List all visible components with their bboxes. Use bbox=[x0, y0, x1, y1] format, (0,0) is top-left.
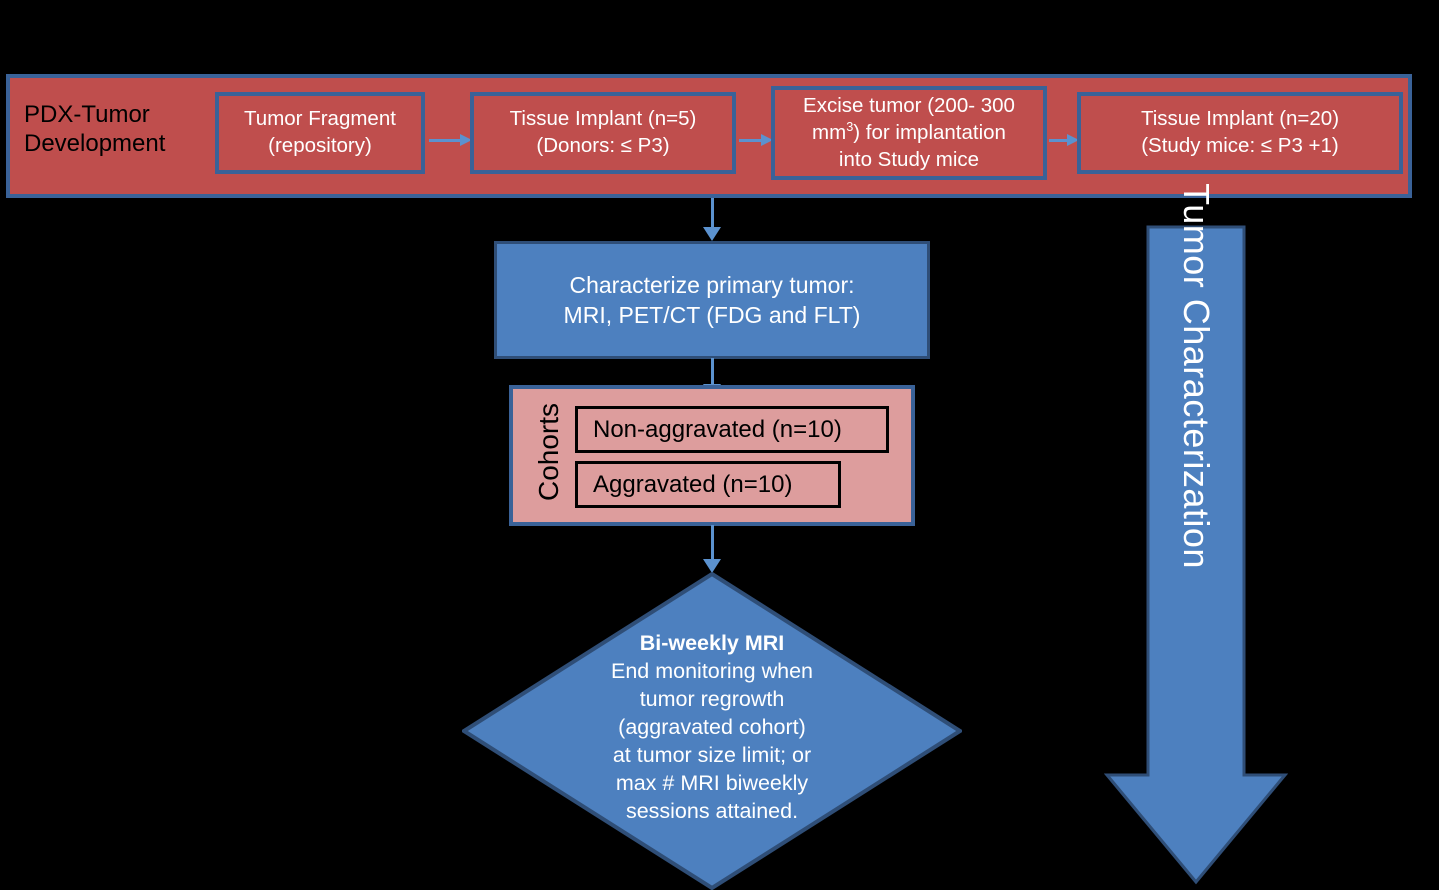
diamond-shape-icon bbox=[462, 572, 962, 890]
arrow-line bbox=[711, 525, 714, 561]
stage-1-line1: Tumor Fragment bbox=[244, 107, 396, 131]
stage-3-line2-pre: mm bbox=[812, 121, 847, 145]
arrow-line bbox=[711, 198, 714, 230]
stage-box-tissue-implant-donors: Tissue Implant (n=5) (Donors: ≤ P3) bbox=[470, 92, 736, 174]
banner-title: PDX-Tumor Development bbox=[24, 101, 166, 158]
tumor-characterization-label: Tumor Characterization bbox=[1176, 183, 1217, 569]
arrow-fragment-to-implant bbox=[429, 134, 473, 146]
arrow-excise-to-study-implant bbox=[1049, 134, 1080, 146]
stage-3-text: Excise tumor (200- 300 mm3) for implanta… bbox=[803, 93, 1015, 174]
arrow-head bbox=[761, 134, 773, 146]
stage-4-line2: (Study mice: ≤ P3 +1) bbox=[1141, 134, 1339, 157]
stage-3-line2-post: ) for implantation bbox=[853, 121, 1006, 145]
arrow-line bbox=[739, 139, 763, 142]
decision-text: Bi-weekly MRI End monitoring when tumor … bbox=[552, 630, 872, 826]
cohorts-vertical-label: Cohorts bbox=[533, 402, 564, 502]
arrow-banner-to-characterize bbox=[703, 198, 721, 242]
decision-line2: tumor regrowth bbox=[639, 686, 785, 711]
stage-box-tissue-implant-study: Tissue Implant (n=20) (Study mice: ≤ P3 … bbox=[1077, 92, 1403, 174]
stage-4-text: Tissue Implant (n=20) (Study mice: ≤ P3 … bbox=[1141, 106, 1339, 159]
stage-box-excise-tumor: Excise tumor (200- 300 mm3) for implanta… bbox=[771, 86, 1047, 180]
stage-3-line3: into Study mice bbox=[838, 147, 980, 171]
stage-3-line1: Excise tumor (200- 300 bbox=[803, 93, 1015, 117]
decision-line3: (aggravated cohort) bbox=[618, 714, 806, 739]
stage-box-tumor-fragment: Tumor Fragment (repository) bbox=[215, 92, 425, 174]
down-arrow-icon bbox=[1104, 225, 1288, 885]
decision-diamond: Bi-weekly MRI End monitoring when tumor … bbox=[462, 572, 962, 890]
arrow-head bbox=[703, 559, 721, 573]
tumor-characterization-arrow: Tumor Characterization bbox=[1104, 183, 1288, 885]
arrow-head bbox=[460, 134, 472, 146]
stage-2-line2: (Donors: ≤ P3) bbox=[536, 134, 670, 157]
arrow-cohorts-to-decision bbox=[703, 525, 721, 575]
decision-title: Bi-weekly MRI bbox=[639, 631, 785, 655]
characterize-text: Characterize primary tumor: MRI, PET/CT … bbox=[564, 270, 861, 331]
characterize-primary-tumor-box: Characterize primary tumor: MRI, PET/CT … bbox=[494, 241, 930, 359]
arrow-head bbox=[703, 227, 721, 241]
pdx-tumor-development-banner: PDX-Tumor Development Tumor Fragment (re… bbox=[6, 74, 1412, 198]
characterize-line1: Characterize primary tumor: bbox=[569, 271, 855, 298]
characterize-line2: MRI, PET/CT (FDG and FLT) bbox=[563, 302, 861, 328]
arrow-line bbox=[1049, 139, 1069, 142]
decision-line1: End monitoring when bbox=[611, 658, 813, 683]
decision-line5: max # MRI biweekly bbox=[615, 770, 809, 795]
cohort-item-non-aggravated: Non-aggravated (n=10) bbox=[575, 406, 889, 453]
cohorts-box: Cohorts Non-aggravated (n=10) Aggravated… bbox=[509, 385, 915, 526]
arrow-line bbox=[429, 139, 462, 142]
stage-3-superscript: 3 bbox=[846, 119, 854, 135]
stage-1-text: Tumor Fragment (repository) bbox=[244, 106, 396, 159]
stage-2-text: Tissue Implant (n=5) (Donors: ≤ P3) bbox=[510, 106, 697, 159]
stage-1-line2: (repository) bbox=[268, 134, 372, 157]
stage-2-line1: Tissue Implant (n=5) bbox=[509, 107, 697, 131]
cohort-item-aggravated: Aggravated (n=10) bbox=[575, 461, 841, 508]
decision-line4: at tumor size limit; or bbox=[612, 742, 812, 767]
stage-4-line1: Tissue Implant (n=20) bbox=[1140, 107, 1340, 131]
cohort-2-label: Aggravated (n=10) bbox=[593, 470, 793, 498]
arrow-line bbox=[711, 358, 714, 386]
decision-line6: sessions attained. bbox=[625, 798, 799, 823]
arrow-implant-to-excise bbox=[739, 134, 774, 146]
cohort-1-label: Non-aggravated (n=10) bbox=[593, 415, 842, 443]
arrow-head bbox=[1067, 134, 1079, 146]
